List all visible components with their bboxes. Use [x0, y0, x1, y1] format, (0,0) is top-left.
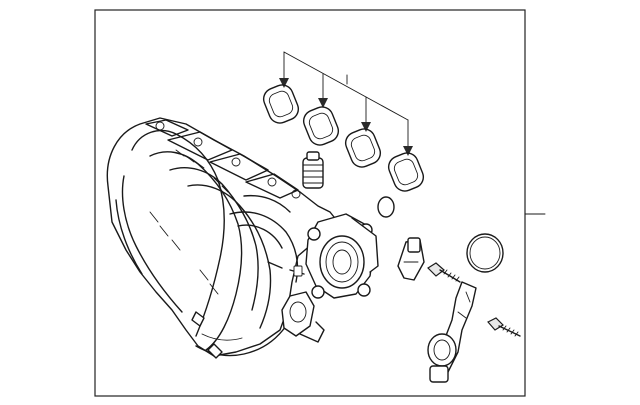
manifold-gasket [387, 152, 425, 192]
manifold-gasket [302, 106, 340, 146]
vacuum-hose-fitting [302, 151, 324, 189]
manifold-gasket [344, 128, 382, 168]
manifold-gasket [262, 84, 300, 124]
purge-solenoid-valve [427, 281, 477, 383]
intake-manifold [106, 117, 379, 359]
bolt [487, 317, 521, 337]
map-sensor [397, 237, 425, 281]
gasket-callout-bracket [279, 51, 413, 156]
large-o-ring [466, 233, 504, 273]
bolt [427, 262, 461, 283]
throttle-body-o-ring [377, 196, 395, 218]
